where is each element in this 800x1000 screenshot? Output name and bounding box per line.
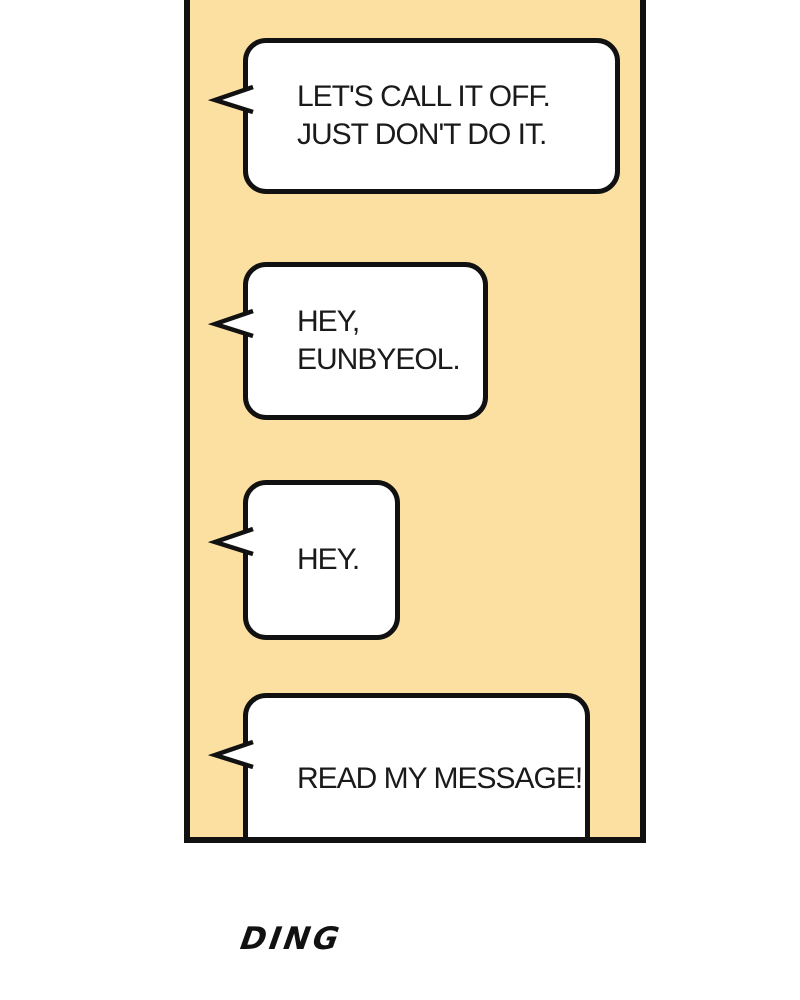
speech-bubble-1: LET'S CALL IT OFF. JUST DON'T DO IT. — [207, 38, 620, 194]
message-text: READ MY MESSAGE! — [297, 762, 583, 795]
phone-chat-panel: LET'S CALL IT OFF. JUST DON'T DO IT. HEY… — [184, 0, 646, 843]
message-text: JUST DON'T DO IT. — [297, 118, 547, 151]
bubble-tail-icon — [207, 526, 254, 557]
bubble-tail-icon — [207, 84, 254, 115]
message-text: EUNBYEOL. — [297, 343, 461, 376]
bubble-tail-icon — [207, 308, 254, 339]
speech-bubble-2: HEY, EUNBYEOL. — [207, 262, 488, 420]
message-text: HEY. — [297, 543, 360, 576]
speech-bubble-3: HEY. — [207, 480, 400, 640]
bubble-tail-icon — [207, 739, 254, 770]
message-text: LET'S CALL IT OFF. — [297, 80, 551, 113]
message-text: HEY, — [297, 305, 360, 338]
speech-bubble-4: READ MY MESSAGE! — [207, 693, 590, 837]
sfx-text: DING — [238, 921, 345, 957]
